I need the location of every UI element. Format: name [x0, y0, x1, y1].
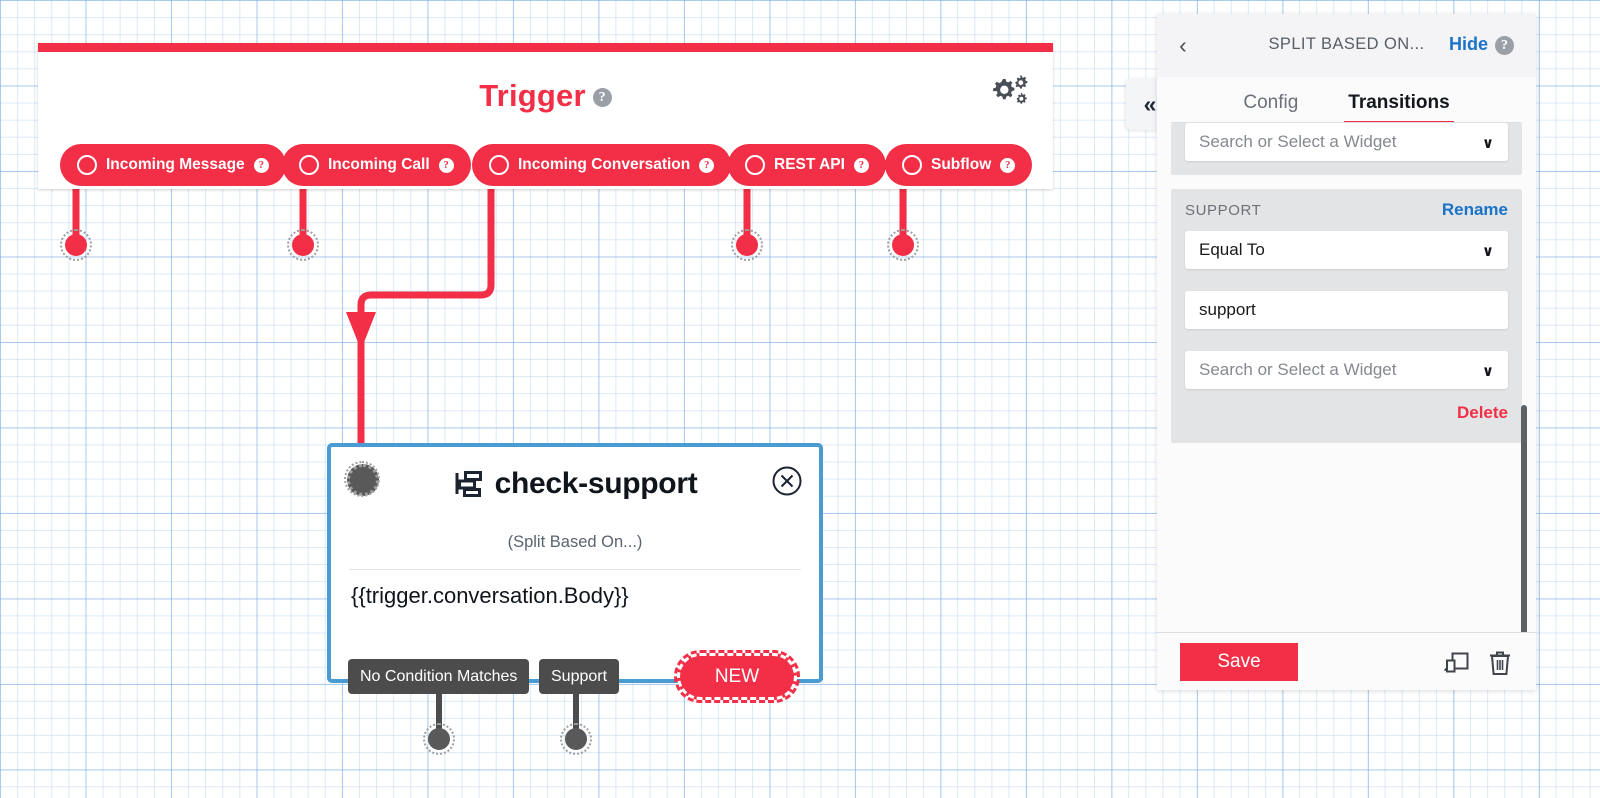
split-branch-icon — [455, 471, 482, 497]
new-transition-button[interactable]: NEW — [674, 650, 800, 703]
panel-header: ‹ SPLIT BASED ON... Hide ? — [1157, 14, 1536, 77]
node-input-connector[interactable] — [344, 461, 380, 497]
panel-scrollbar[interactable] — [1521, 405, 1527, 632]
trigger-pill-label: Incoming Conversation — [518, 156, 691, 173]
condition-widget-select[interactable]: Search or Select a Widget ∨ — [1185, 351, 1508, 389]
duplicate-icon[interactable] — [1444, 651, 1470, 675]
default-widget-select[interactable]: Search or Select a Widget ∨ — [1185, 123, 1508, 161]
trigger-pill-incoming-conversation[interactable]: Incoming Conversation ? — [472, 144, 732, 186]
close-circle-icon[interactable] — [771, 465, 803, 497]
node-title: check-support — [494, 467, 698, 500]
new-transition-label: NEW — [714, 665, 760, 687]
output-chip-support[interactable]: Support — [539, 659, 620, 694]
output-endpoint-dot[interactable] — [560, 723, 592, 755]
trigger-pill-label: Incoming Message — [106, 156, 245, 173]
trigger-pill-subflow[interactable]: Subflow ? — [885, 144, 1033, 186]
connector-ring-icon — [299, 155, 319, 175]
help-icon[interactable]: ? — [699, 157, 715, 173]
help-icon[interactable]: ? — [1495, 36, 1514, 55]
node-header: check-support — [331, 467, 819, 501]
connector-ring-icon — [902, 155, 922, 175]
trigger-pill-label: Subflow — [931, 156, 992, 173]
condition-value-text: support — [1199, 300, 1256, 319]
output-chip-no-condition-matches[interactable]: No Condition Matches — [348, 659, 530, 694]
condition-value-input[interactable]: support — [1185, 291, 1508, 329]
trigger-endpoint-dot[interactable] — [287, 229, 319, 261]
chevron-down-icon: ∨ — [1481, 243, 1494, 260]
connector-ring-icon — [489, 155, 509, 175]
trigger-pill-label: Incoming Call — [328, 156, 430, 173]
node-subtitle: (Split Based On...) — [507, 533, 643, 551]
double-chevron-left-icon: « — [1143, 90, 1157, 117]
trigger-card[interactable]: Trigger? Incoming Message ? Incoming Cal… — [38, 43, 1053, 189]
condition-group-header: SUPPORT Rename — [1185, 189, 1508, 231]
trigger-pill-incoming-message[interactable]: Incoming Message ? — [60, 144, 286, 186]
panel-tabs[interactable]: Config Transitions — [1157, 77, 1536, 124]
default-widget-select-placeholder: Search or Select a Widget — [1199, 132, 1397, 151]
page-title: Trigger? — [38, 78, 1053, 114]
chevron-down-icon: ∨ — [1481, 135, 1494, 152]
tab-config[interactable]: Config — [1243, 92, 1299, 113]
panel-body[interactable]: Search or Select a Widget ∨ SUPPORT Rena… — [1157, 123, 1536, 632]
trigger-endpoint-dot[interactable] — [60, 229, 92, 261]
condition-group-label: SUPPORT — [1185, 201, 1262, 219]
tab-transitions[interactable]: Transitions — [1344, 92, 1455, 124]
save-button[interactable]: Save — [1180, 643, 1298, 681]
help-icon[interactable]: ? — [253, 157, 269, 173]
help-icon[interactable]: ? — [438, 157, 454, 173]
gears-icon[interactable] — [989, 73, 1031, 111]
condition-operator-value: Equal To — [1199, 240, 1265, 259]
trigger-endpoint-dot[interactable] — [731, 229, 763, 261]
hide-panel-link[interactable]: Hide — [1448, 34, 1488, 54]
help-icon[interactable]: ? — [1000, 157, 1016, 173]
trigger-pill-rest-api[interactable]: REST API ? — [728, 144, 886, 186]
output-chip-label: No Condition Matches — [360, 667, 518, 685]
default-transition-group: Search or Select a Widget ∨ — [1171, 123, 1522, 175]
condition-group-support: SUPPORT Rename Equal To ∨ support Search… — [1171, 189, 1522, 443]
rename-link[interactable]: Rename — [1441, 200, 1508, 219]
panel-footer: Save — [1157, 632, 1536, 690]
trash-icon[interactable] — [1488, 650, 1512, 676]
trigger-help-icon[interactable]: ? — [592, 88, 612, 107]
node-expression: {{trigger.conversation.Body}} — [351, 583, 629, 608]
chevron-down-icon: ∨ — [1481, 363, 1494, 380]
delete-condition-link[interactable]: Delete — [1456, 403, 1508, 422]
widget-node-check-support[interactable]: check-support (Split Based On...) {{trig… — [327, 443, 823, 683]
output-endpoint-dot[interactable] — [423, 723, 455, 755]
trigger-title-text: Trigger — [479, 78, 586, 113]
condition-operator-select[interactable]: Equal To ∨ — [1185, 231, 1508, 269]
widget-config-panel[interactable]: ‹ SPLIT BASED ON... Hide ? Config Transi… — [1157, 14, 1536, 690]
trigger-pill-label: REST API — [774, 156, 845, 173]
panel-title: SPLIT BASED ON... — [1268, 35, 1425, 53]
save-button-label: Save — [1217, 651, 1261, 672]
trigger-endpoint-dot[interactable] — [887, 229, 919, 261]
trigger-pill-incoming-call[interactable]: Incoming Call ? — [282, 144, 471, 186]
output-chip-label: Support — [551, 667, 608, 685]
connector-ring-icon — [745, 155, 765, 175]
connector-ring-icon — [77, 155, 97, 175]
divider — [349, 569, 801, 570]
condition-widget-placeholder: Search or Select a Widget — [1199, 360, 1397, 379]
help-icon[interactable]: ? — [853, 157, 869, 173]
back-chevron-icon[interactable]: ‹ — [1179, 32, 1187, 58]
